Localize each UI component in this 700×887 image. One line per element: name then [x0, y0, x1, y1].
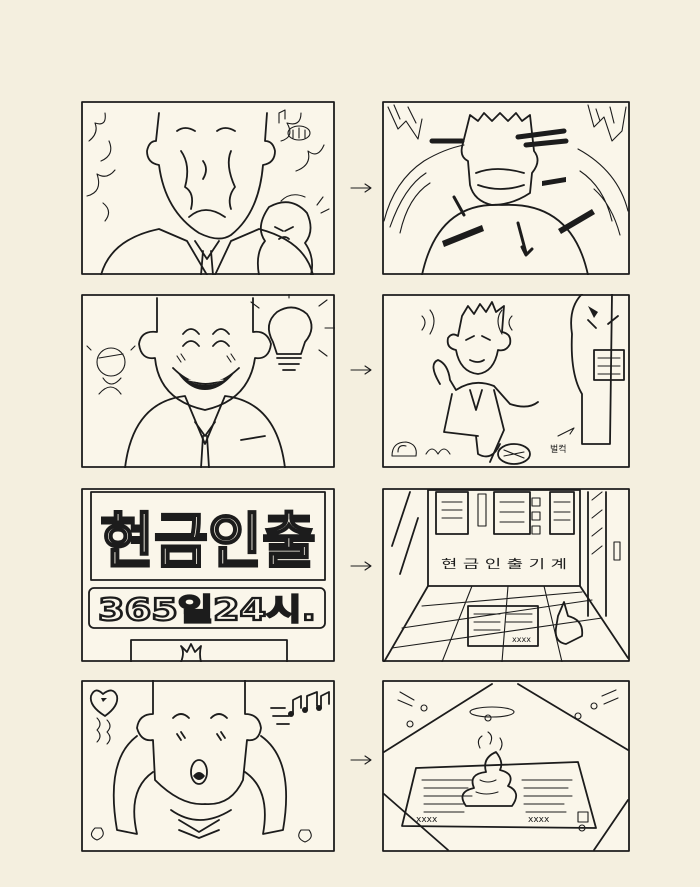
- heart-icon: [91, 690, 117, 716]
- panel-4-running-man: 벌컥: [382, 294, 630, 468]
- panel-2-shocked-man: [382, 101, 630, 275]
- lightbulb-icon: [251, 294, 335, 370]
- fly-icon: [398, 690, 618, 831]
- music-note-icon: [279, 110, 285, 123]
- poop-icon: [462, 732, 516, 806]
- panel-3-idea-man: [81, 294, 335, 468]
- panel-5-atm-sign: 현금인출 365일24시.: [81, 488, 335, 662]
- arrow-right-icon: [350, 183, 372, 193]
- slip-code-left-text: xxxx: [416, 815, 438, 825]
- arrow-right-icon: [350, 365, 372, 375]
- panel-1-angry-man: [81, 101, 335, 275]
- arrow-right-icon: [350, 755, 372, 765]
- bee-icon: [288, 126, 310, 140]
- sign-title-text: 현금인출: [100, 507, 316, 577]
- pointing-hand-icon: [556, 602, 583, 644]
- snail-icon: [392, 442, 416, 456]
- panel-8-poop-slip: xxxx xxxx: [382, 680, 630, 852]
- sound-effect-text: 벌컥: [550, 443, 567, 455]
- panel-7-singing-man: [81, 680, 335, 852]
- panel-6-atm-machine: 현 금 인 출 기 계 xxxx: [382, 488, 630, 662]
- machine-label-text: 현 금 인 출 기 계: [441, 557, 567, 571]
- sign-hours-text: 365일24시.: [98, 593, 316, 628]
- slip-code-right-text: xxxx: [528, 815, 550, 825]
- music-notes-icon: [271, 692, 329, 724]
- arrow-right-icon: [350, 561, 372, 571]
- slip-code-text: xxxx: [512, 635, 531, 644]
